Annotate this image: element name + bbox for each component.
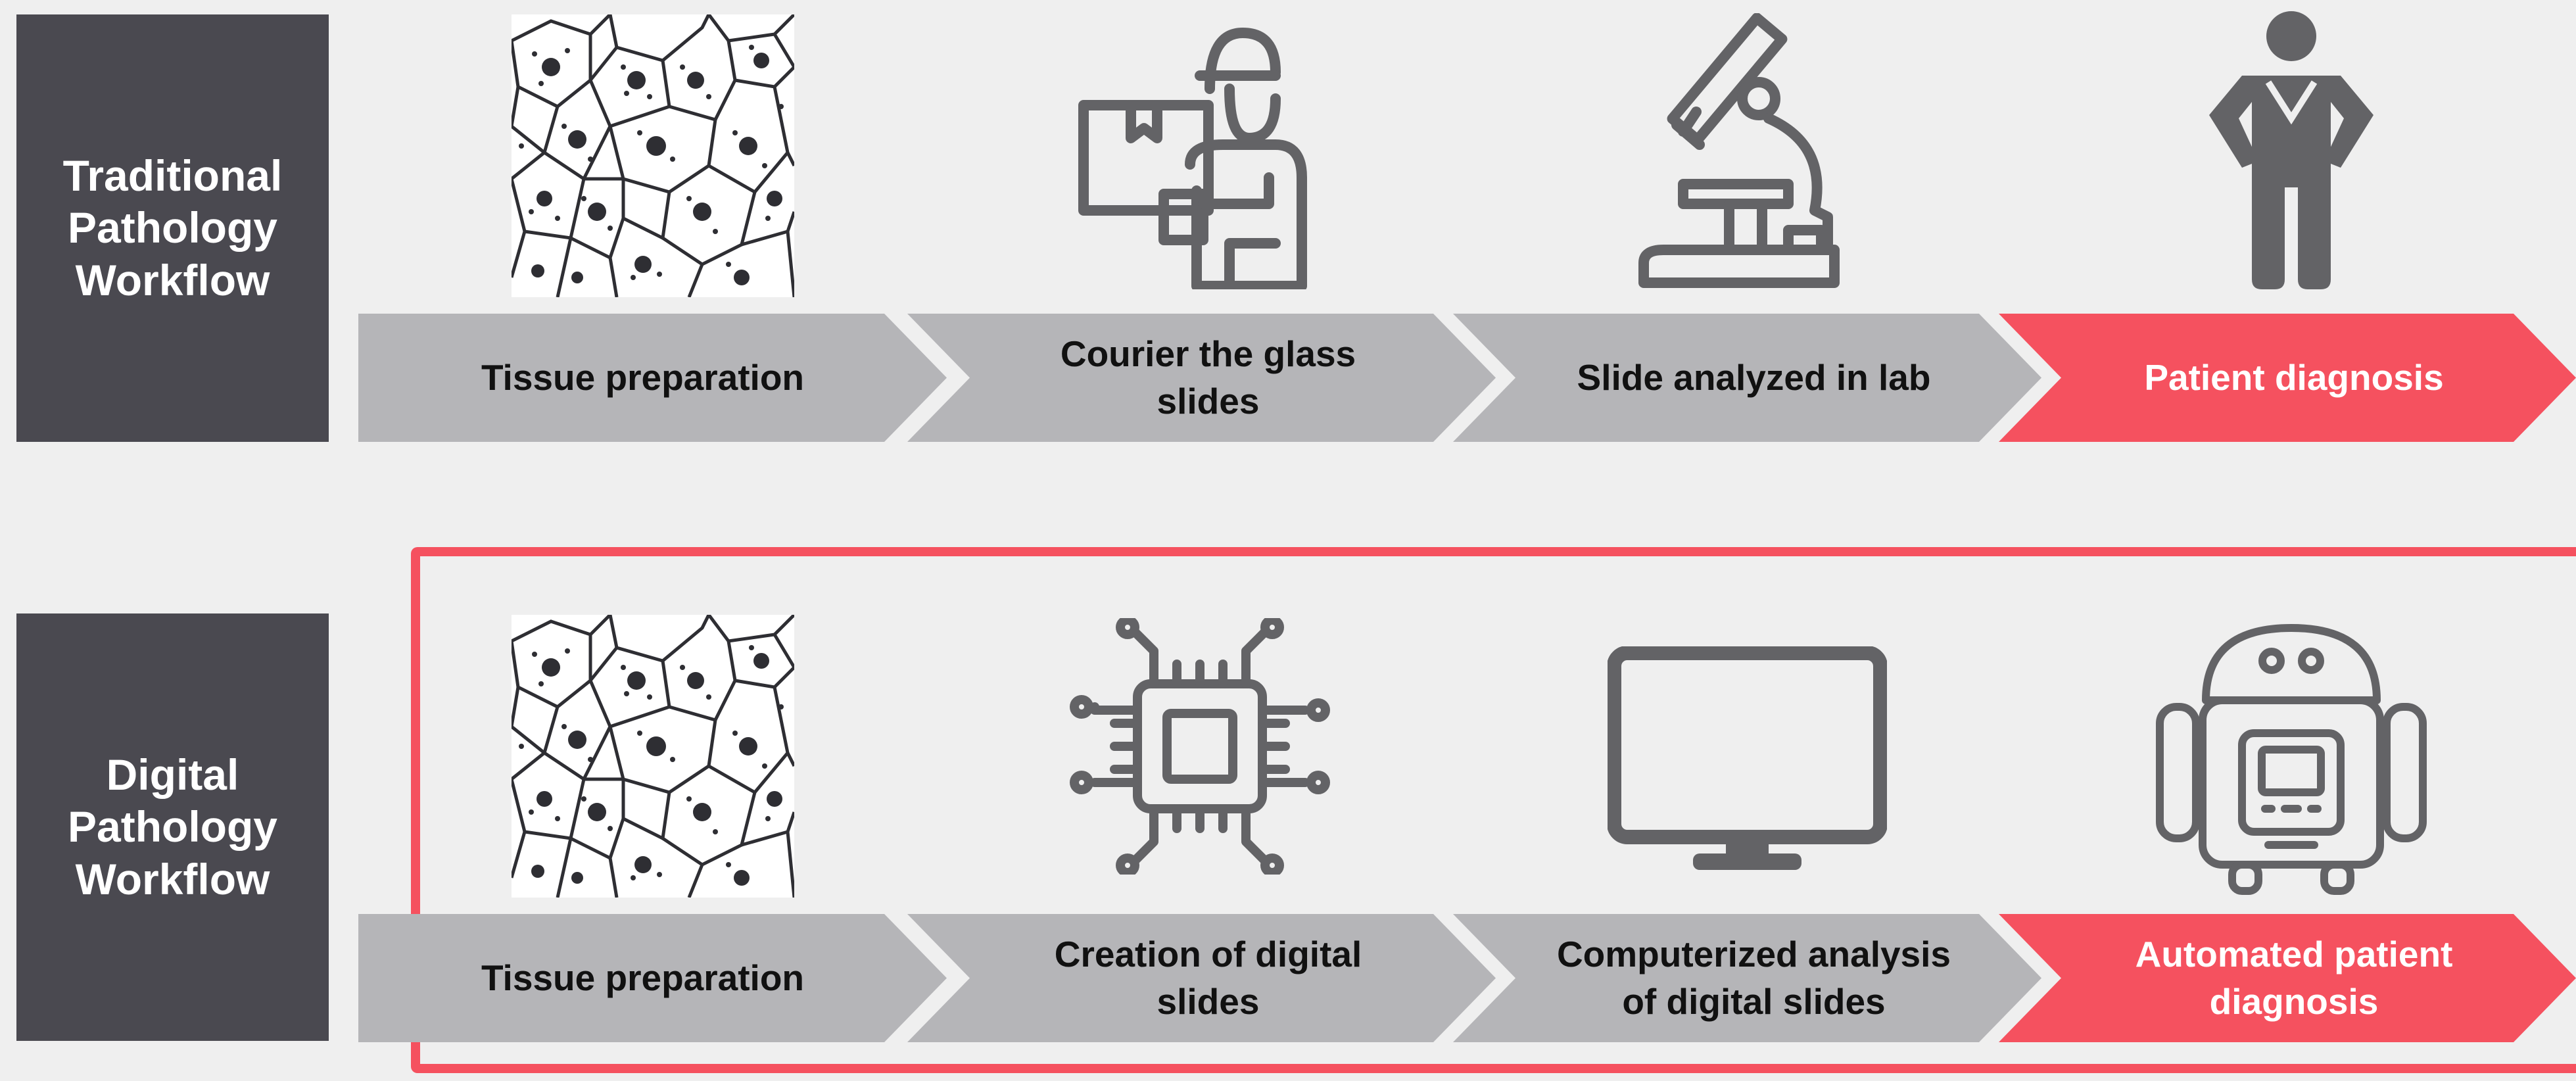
traditional-workflow-label: Traditional Pathology Workflow xyxy=(16,14,329,442)
robot-icon xyxy=(2153,621,2429,898)
step-label: Patient diagnosis xyxy=(2144,356,2444,398)
step-label: Creation of digital slides xyxy=(1054,934,1362,1022)
traditional-workflow-title: Traditional Pathology Workflow xyxy=(62,151,283,304)
step-computerized-analysis: Computerized analysis of digital slides xyxy=(1453,914,2041,1042)
step-patient-diagnosis: Patient diagnosis xyxy=(1999,314,2576,442)
step-label: Courier the glass slides xyxy=(1060,333,1356,421)
chip-icon xyxy=(1062,618,1338,875)
monitor-icon xyxy=(1608,646,1887,873)
digital-workflow-label: Digital Pathology Workflow xyxy=(16,613,329,1041)
step-label: Slide analyzed in lab xyxy=(1577,356,1931,398)
microscope-icon xyxy=(1637,13,1848,289)
courier-icon xyxy=(1078,26,1322,289)
step-creation-of-digital-slides: Creation of digital slides xyxy=(907,914,1496,1042)
step-courier-glass-slides: Courier the glass slides xyxy=(907,314,1496,442)
step-label: Computerized analysis of digital slides xyxy=(1556,934,1951,1022)
step-tissue-preparation-traditional: Tissue preparation xyxy=(358,314,947,442)
doctor-icon xyxy=(2203,10,2380,293)
digital-workflow-title: Digital Pathology Workflow xyxy=(67,750,277,903)
step-label: Tissue preparation xyxy=(481,957,805,998)
step-tissue-preparation-digital: Tissue preparation xyxy=(358,914,947,1042)
step-label: Automated patient diagnosis xyxy=(2135,934,2453,1022)
step-label: Tissue preparation xyxy=(481,356,805,398)
tissue-cells-icon xyxy=(512,615,794,898)
step-slide-analyzed-in-lab: Slide analyzed in lab xyxy=(1453,314,2041,442)
step-automated-patient-diagnosis: Automated patient diagnosis xyxy=(1999,914,2576,1042)
tissue-cells-icon xyxy=(512,14,794,297)
